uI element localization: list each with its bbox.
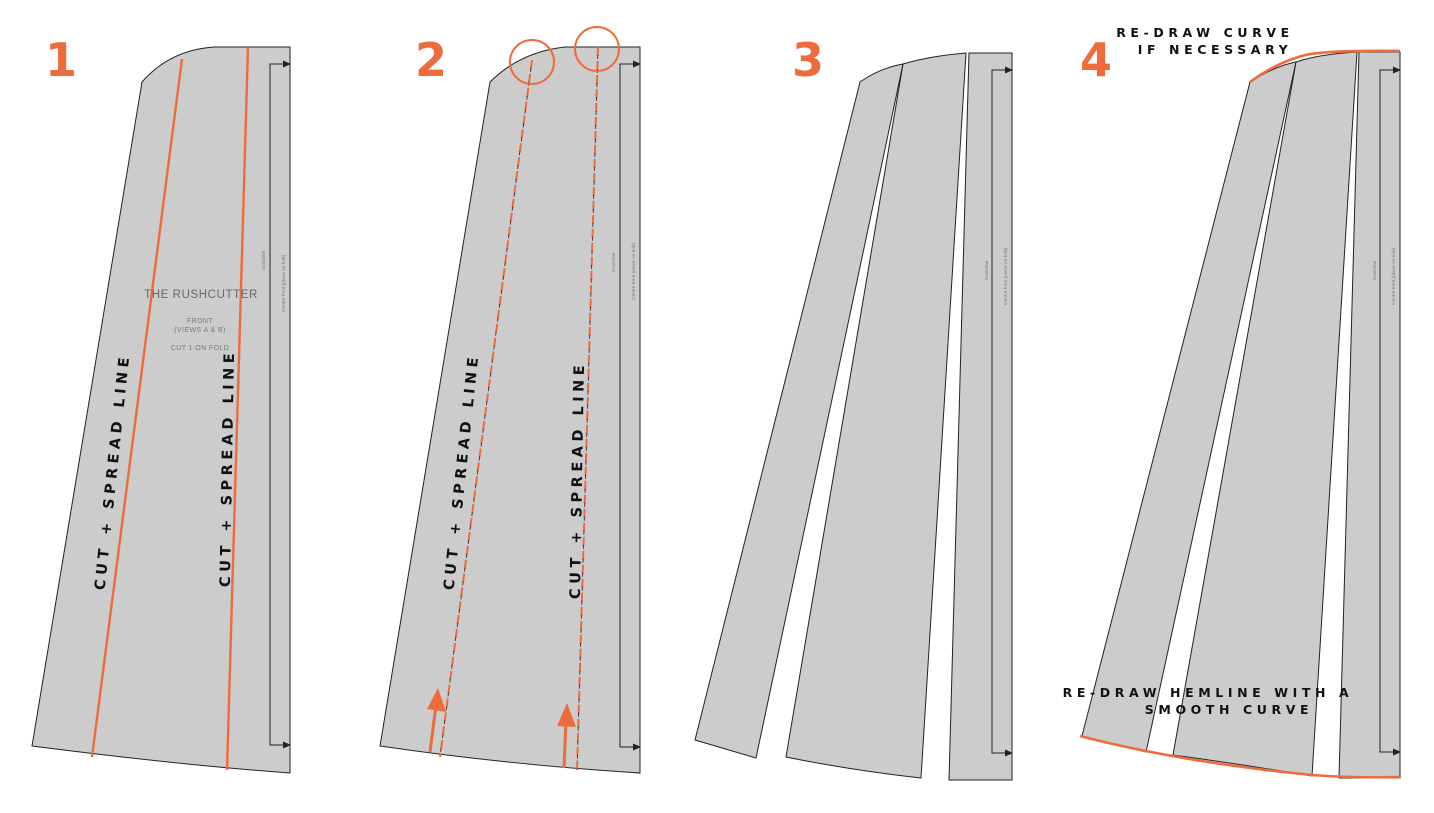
redraw-hemline-note-line2: SMOOTH CURVE bbox=[1145, 702, 1313, 717]
step-1-panel: 1 Grainline Centre front (place on fold)… bbox=[31, 33, 291, 774]
step-1-grainline-label: Grainline bbox=[261, 250, 267, 270]
step-1-number: 1 bbox=[45, 33, 77, 87]
pattern-piece-name: FRONT bbox=[187, 318, 213, 325]
step-4-number: 4 bbox=[1080, 33, 1112, 87]
step-1-cut-line-b bbox=[225, 46, 250, 771]
step-4-centre-front-label: Centre front (place on fold) bbox=[1391, 248, 1397, 305]
step-2-cut-arrow-a bbox=[427, 688, 446, 753]
step-1-cut-line-a bbox=[90, 58, 184, 758]
step-2-cut-line-a-dashed bbox=[439, 59, 533, 758]
step-4-redrawn-hemline-curve bbox=[1079, 734, 1401, 779]
step-2-grainline-label: Grainline bbox=[611, 252, 617, 272]
step-3-grainline-label: Grainline bbox=[984, 260, 990, 280]
step-2-pattern-piece bbox=[379, 46, 641, 774]
step-3-number: 3 bbox=[792, 33, 824, 87]
step-3-centre-front-label: Centre front (place on fold) bbox=[1003, 248, 1009, 305]
step-2-cut-arrow-b bbox=[557, 703, 576, 769]
step-2-panel: 2 Grainline Centre front (place on fold)… bbox=[379, 26, 641, 774]
redraw-curve-note-line1: RE-DRAW CURVE bbox=[1116, 25, 1294, 40]
step-3-panel: 3 Grainline Centre front (place on fold) bbox=[694, 33, 1013, 781]
redraw-curve-note-line2: IF NECESSARY bbox=[1138, 42, 1293, 57]
pattern-title: THE RUSHCUTTER bbox=[144, 289, 258, 301]
step-1-pattern-piece bbox=[31, 46, 291, 774]
step-2-centre-front-label: Centre front (place on fold) bbox=[631, 243, 637, 300]
step-2-cut-label-b: CUT + SPREAD LINE bbox=[568, 361, 588, 599]
step-4-panel: 4 Grainline Centre front (place on fold)… bbox=[1063, 25, 1401, 779]
redraw-hemline-note-line1: RE-DRAW HEMLINE WITH A bbox=[1063, 685, 1354, 700]
step-1-cut-label-b: CUT + SPREAD LINE bbox=[218, 349, 238, 587]
step-4-grainline-label: Grainline bbox=[1372, 260, 1378, 280]
step-4-redrawn-waist-curve bbox=[1249, 49, 1401, 84]
step-3-piece-right bbox=[948, 52, 1013, 781]
step-2-pivot-circle-a bbox=[509, 39, 555, 85]
step-3-piece-left bbox=[694, 63, 904, 759]
step-1-centre-front-label: Centre front (place on fold) bbox=[281, 255, 287, 312]
step-3-piece-middle bbox=[785, 52, 967, 779]
pattern-cut-instruction: CUT 1 ON FOLD bbox=[171, 345, 229, 352]
step-2-number: 2 bbox=[415, 33, 447, 87]
step-2-pivot-circle-b bbox=[574, 26, 620, 72]
pattern-piece-views: (VIEWS A & B) bbox=[174, 327, 226, 334]
